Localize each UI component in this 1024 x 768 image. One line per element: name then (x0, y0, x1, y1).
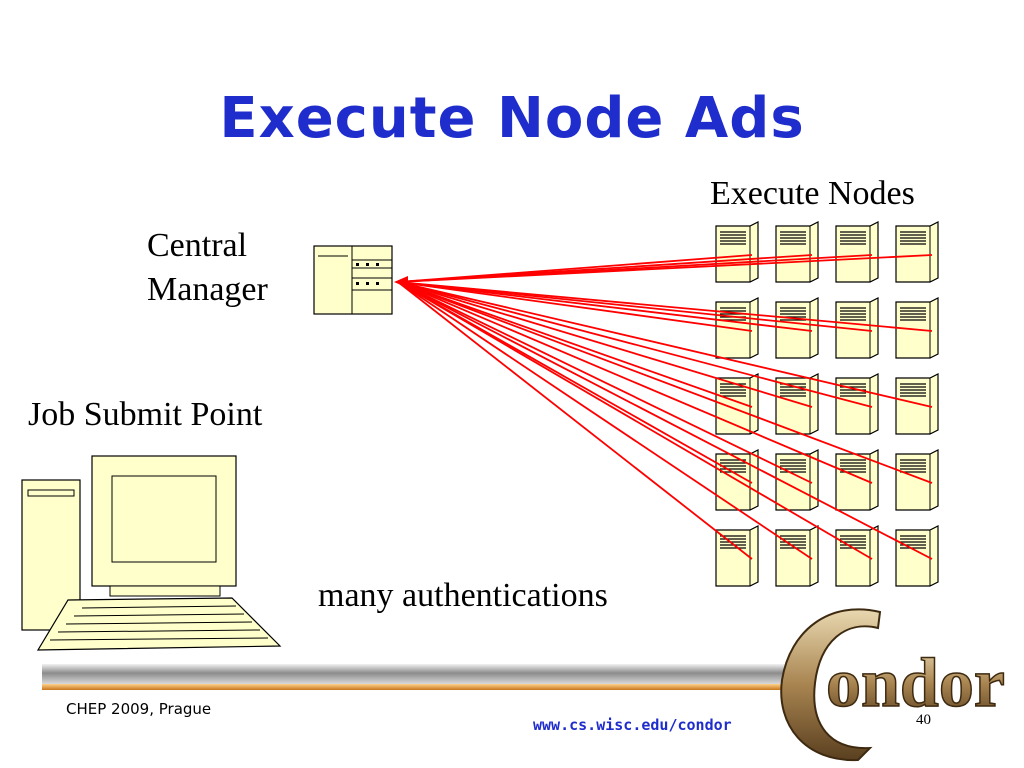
condor-logo-text: ondor (826, 645, 1005, 722)
advertisement-arrow (397, 281, 873, 484)
advertisement-arrow (397, 281, 933, 332)
slide-title: Execute Node Ads (219, 86, 805, 151)
execute-node-icon (775, 449, 819, 511)
arrow-head (394, 276, 408, 288)
advertisement-arrow (397, 281, 873, 560)
job-submit-point-label: Job Submit Point (28, 396, 263, 433)
execute-node-icon (835, 449, 879, 511)
execute-node-icon (895, 221, 939, 283)
advertisement-arrow (397, 281, 753, 560)
condor-logo-c (780, 608, 882, 762)
footer-bar-accent (42, 684, 802, 690)
advertisement-arrow (397, 254, 933, 283)
advertisement-arrow (397, 281, 813, 332)
advertisement-arrow (397, 281, 933, 560)
execute-node-icon (835, 373, 879, 435)
execute-node-icon (835, 221, 879, 283)
job-submit-computer-icon (21, 455, 282, 651)
execute-node-icon (715, 221, 759, 283)
advertisement-arrow (397, 281, 933, 408)
footer-url-link[interactable]: www.cs.wisc.edu/condor (533, 716, 732, 734)
execute-nodes-label: Execute Nodes (710, 175, 915, 212)
execute-node-icon (715, 297, 759, 359)
execute-node-icon (835, 297, 879, 359)
execute-node-icon (775, 525, 819, 587)
central-manager-label-line1: Central (147, 227, 248, 264)
footer-bar (42, 664, 802, 684)
advertisement-arrow (397, 281, 813, 484)
central-manager-label-line2: Manager (147, 271, 268, 308)
advertisement-arrow (397, 281, 933, 484)
execute-node-icon (895, 449, 939, 511)
execute-node-icon (835, 525, 879, 587)
execute-node-icon (715, 525, 759, 587)
advertisement-arrow (397, 281, 813, 560)
execute-node-icon (775, 297, 819, 359)
advertisement-arrow (397, 281, 873, 408)
footer-conference: CHEP 2009, Prague (66, 700, 212, 718)
page-number: 40 (916, 712, 931, 728)
execute-node-icon (895, 297, 939, 359)
central-manager-label: Central Manager (147, 224, 268, 312)
advertisement-arrow (397, 281, 753, 408)
advertisement-arrow (397, 281, 813, 408)
condor-logo: ondor (780, 608, 1006, 762)
execute-node-icon (895, 525, 939, 587)
advertisement-arrow (397, 281, 873, 332)
central-manager-icon (313, 245, 393, 315)
advertisement-arrow (397, 281, 753, 332)
many-authentications-label: many authentications (318, 577, 608, 614)
execute-node-icon (775, 221, 819, 283)
